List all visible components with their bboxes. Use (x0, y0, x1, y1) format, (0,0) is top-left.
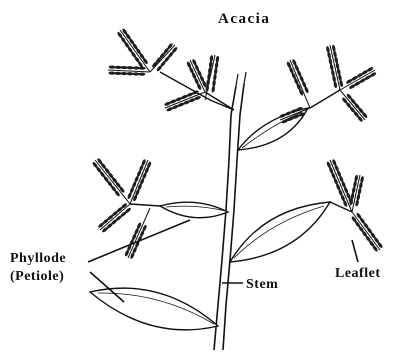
petiole-label: (Petiole) (10, 269, 64, 284)
petioles (130, 72, 352, 212)
phyllode-lower (90, 288, 218, 330)
phyllodes (90, 108, 330, 330)
phyllode-label: Phyllode (10, 251, 66, 266)
diagram-title: Acacia (218, 11, 270, 27)
leaflet-label: Leaflet (335, 266, 380, 281)
leaflet-leader (352, 240, 358, 262)
phyllode-middle (160, 202, 228, 218)
phyllode-right (230, 202, 330, 262)
stem-label: Stem (246, 277, 278, 292)
